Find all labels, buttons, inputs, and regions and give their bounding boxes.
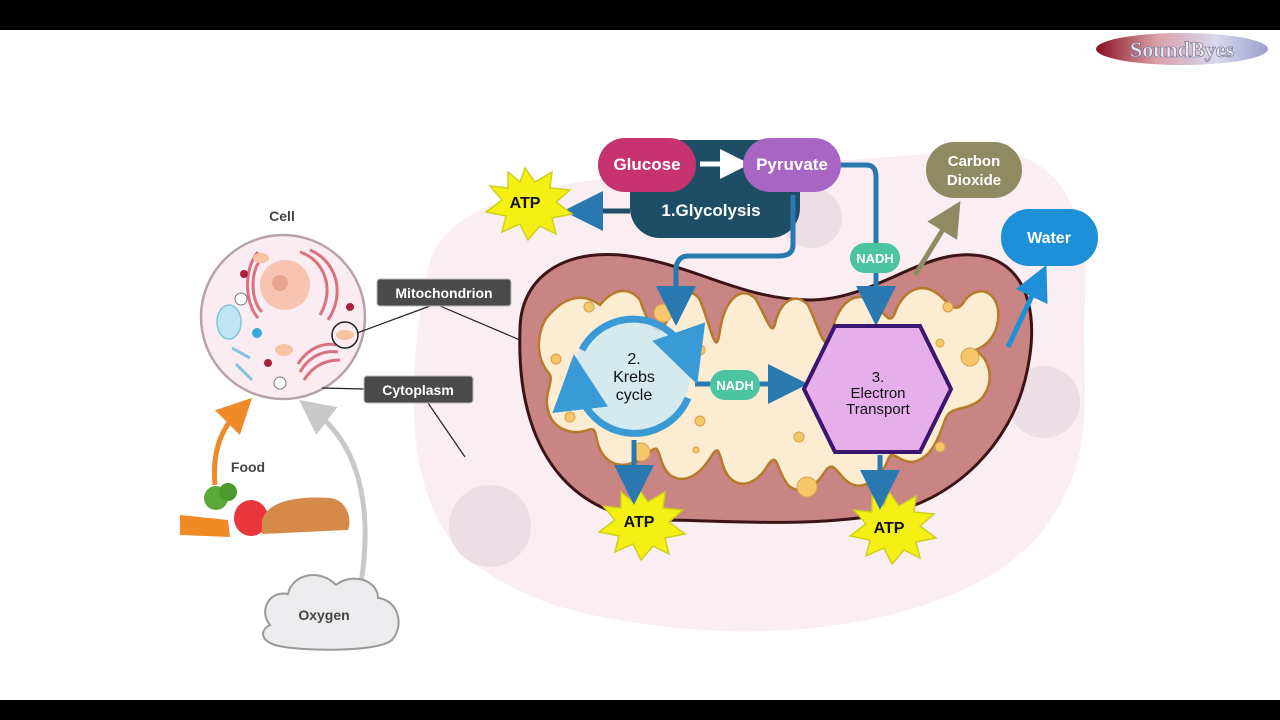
atp-burst-icon xyxy=(848,490,938,566)
oxygen-label: Oxygen xyxy=(298,607,349,623)
electron-transport-stage: 3. Electron Transport xyxy=(801,324,954,454)
lysosome xyxy=(264,359,272,367)
glycolysis-label: 1.Glycolysis xyxy=(661,201,760,220)
carbon-dioxide-label-line1: Carbon xyxy=(948,153,1001,170)
centrosome xyxy=(252,328,262,338)
lysosome xyxy=(346,303,354,311)
mitochondrion-small xyxy=(253,253,269,263)
cytoplasm-tag xyxy=(363,375,474,404)
cell-illustration: Cell xyxy=(199,208,367,401)
krebs-cycle-arrow-top xyxy=(578,315,706,385)
glycolysis-stage: 1.Glycolysis Glucose Pyruvate xyxy=(563,138,841,238)
krebs-cycle-stage: 2. Krebs cycle xyxy=(552,315,706,437)
broccoli-floret xyxy=(219,483,237,501)
atp-glycolysis: ATP xyxy=(484,166,574,242)
food-arrow xyxy=(211,397,253,486)
lysosome xyxy=(240,270,248,278)
electron-transport-label-line1: Electron xyxy=(850,385,905,402)
oxygen-input: Oxygen xyxy=(262,399,400,651)
atp-label: ATP xyxy=(624,514,655,531)
carbon-dioxide-label-line2: Dioxide xyxy=(947,172,1001,189)
mitochondrion-label: Mitochondrion xyxy=(356,278,521,341)
nadh-middle: NADH xyxy=(710,370,760,400)
background-dot xyxy=(1008,366,1080,438)
krebs-label-line1: Krebs xyxy=(613,369,655,386)
background-dot xyxy=(449,485,531,567)
food-input: Food xyxy=(180,397,350,537)
bread-icon xyxy=(262,497,350,534)
atp-burst-icon xyxy=(597,486,687,562)
water-arrow xyxy=(1005,264,1048,349)
cytoskeleton xyxy=(231,346,251,360)
cytoplasm-tag-text: Cytoplasm xyxy=(382,382,454,398)
vesicle xyxy=(273,376,287,390)
cell-title: Cell xyxy=(269,208,295,224)
atp-label: ATP xyxy=(510,195,541,212)
apple-icon xyxy=(234,500,268,536)
nadh-middle-badge xyxy=(710,370,760,400)
carrot-icon xyxy=(180,515,230,537)
oxygen-cloud xyxy=(262,574,400,651)
krebs-cycle-arrow-bottom xyxy=(552,354,692,437)
oxygen-arrow xyxy=(299,399,368,591)
letterbox-top xyxy=(0,0,1280,30)
atp-electron-transport: ATP xyxy=(848,490,938,566)
carbon-dioxide-node xyxy=(926,142,1022,198)
water-output: Water xyxy=(1001,209,1098,266)
vesicle xyxy=(234,292,248,306)
mitochondrion-highlighted xyxy=(336,330,354,340)
carbon-dioxide-arrow xyxy=(912,200,961,277)
nadh-top-badge xyxy=(850,243,900,273)
vacuole xyxy=(216,304,242,340)
krebs-label-line2: cycle xyxy=(616,387,653,404)
atp-krebs: ATP xyxy=(597,486,687,562)
mitochondrion-tag xyxy=(376,278,512,307)
nadh-top: NADH xyxy=(850,243,900,273)
glucose-label: Glucose xyxy=(613,155,680,174)
water-label: Water xyxy=(1027,230,1071,247)
cytoplasm-label: Cytoplasm xyxy=(321,375,474,458)
food-label: Food xyxy=(231,459,265,475)
electron-transport-label-line2: Transport xyxy=(846,401,910,418)
nadh-middle-label: NADH xyxy=(716,378,754,393)
carbon-dioxide-output: Carbon Dioxide xyxy=(926,142,1022,198)
golgi-apparatus xyxy=(296,342,341,381)
glucose-node xyxy=(598,138,696,192)
atp-label: ATP xyxy=(874,520,905,537)
pyruvate-node xyxy=(743,138,841,192)
cytoskeleton xyxy=(234,362,254,382)
mitochondrion-highlight-circle xyxy=(331,321,359,349)
pyruvate-label: Pyruvate xyxy=(756,155,828,174)
krebs-number: 2. xyxy=(627,351,640,368)
electron-transport-number: 3. xyxy=(872,369,885,386)
nadh-top-label: NADH xyxy=(856,251,894,266)
atp-burst-icon xyxy=(484,166,574,242)
electron-transport-hexagon xyxy=(801,324,954,454)
pyruvate-to-krebs-arrow xyxy=(656,195,796,326)
letterbox-bottom xyxy=(0,700,1280,720)
soundbytes-logo: SoundByes xyxy=(1096,33,1268,65)
logo-text: SoundByes xyxy=(1130,37,1234,62)
mitochondrion-tag-text: Mitochondrion xyxy=(395,285,492,301)
logo-badge xyxy=(1096,33,1268,65)
pyruvate-to-electron-transport-arrow xyxy=(841,162,896,326)
mitochondrion-small xyxy=(275,344,293,356)
nucleolus xyxy=(272,275,288,291)
water-node xyxy=(1001,209,1098,266)
food-illustration xyxy=(180,483,350,537)
